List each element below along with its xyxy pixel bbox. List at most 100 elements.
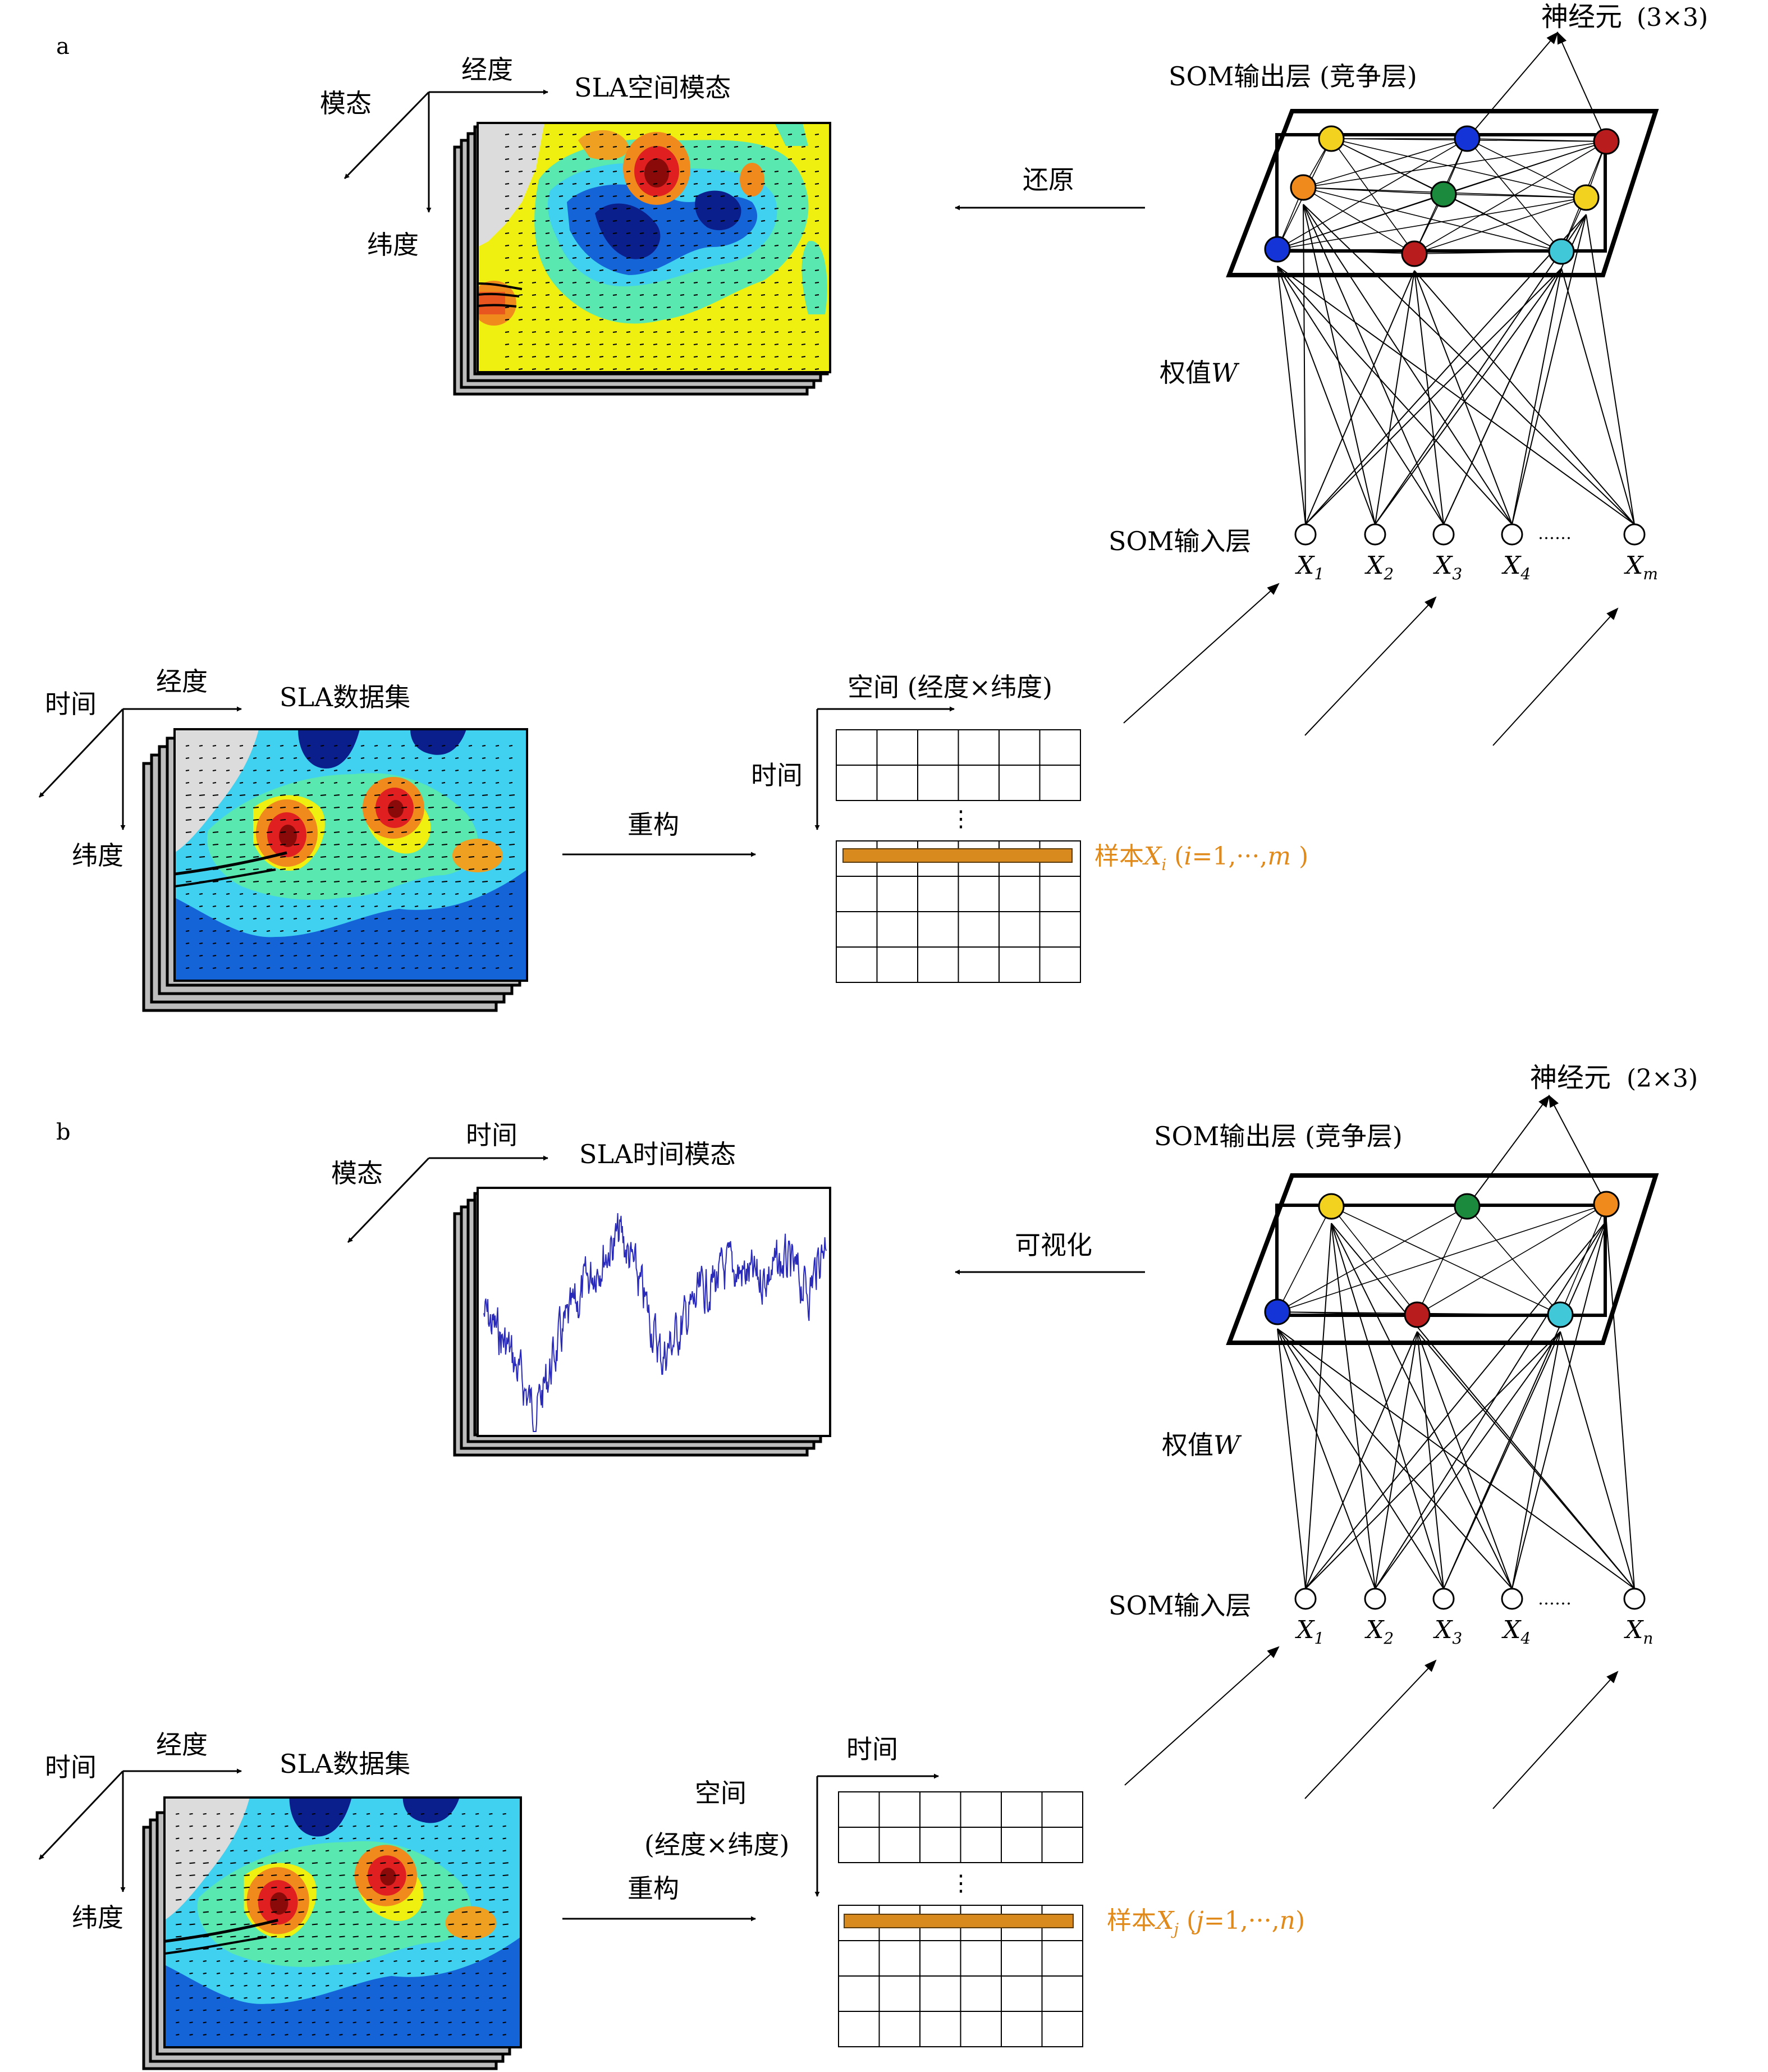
neurons-dims-a: (3×3): [1637, 3, 1708, 32]
sample-bar-a: [842, 848, 1073, 863]
som-a-neuron: [1318, 125, 1345, 152]
som-b-neuron: [1547, 1301, 1574, 1328]
time-series-line: [483, 1213, 827, 1432]
input-arrow-b-1: [1124, 1646, 1280, 1786]
som-b-input-label: X4: [1501, 1616, 1531, 1648]
som-b-input-node: [1623, 1588, 1646, 1610]
input-arrow-a-3: [1492, 607, 1619, 746]
output-layer-title-b: SOM输出层 (竞争层): [1154, 1121, 1403, 1151]
som-b-input-node: [1432, 1588, 1455, 1610]
visualize-label: 可视化: [1015, 1230, 1092, 1260]
som-b-input-node: [1294, 1588, 1317, 1610]
panel-b-label: b: [56, 1119, 71, 1145]
dataset-lat-label-b: 纬度: [72, 1902, 123, 1933]
input-dots-b: ……: [1538, 1589, 1572, 1609]
som-a-input-label: Xm: [1624, 551, 1658, 583]
restore-label: 还原: [1023, 164, 1074, 195]
dataset-time-label-b: 时间: [45, 1752, 97, 1782]
dataset-lon-label-b: 经度: [156, 1730, 208, 1760]
som-b-input-node: [1364, 1588, 1386, 1610]
input-arrow-b-2: [1304, 1659, 1437, 1799]
som-b-neuron: [1264, 1298, 1291, 1325]
temporal-time-label: 时间: [466, 1120, 517, 1150]
temporal-mode-axes: [347, 1155, 548, 1243]
som-network-b: X1 X2 X3 X4 Xn: [1226, 1095, 1659, 1648]
som-b-input-label: Xn: [1624, 1616, 1653, 1648]
matrix-row-label-b-2: (经度×纬度): [644, 1829, 789, 1860]
som-a-input-label: X1: [1295, 551, 1324, 583]
som-a-neuron: [1430, 181, 1457, 208]
dataset-figure-b: [142, 1796, 522, 2070]
som-b-neuron: [1318, 1193, 1345, 1220]
som-a-neuron: [1290, 174, 1317, 201]
som-b-neuron: [1454, 1193, 1481, 1220]
som-a-input-label: X3: [1433, 551, 1462, 583]
matrix-vdots-a: ⋮: [950, 806, 972, 832]
input-arrow-b-3: [1492, 1671, 1619, 1809]
temporal-mode-axis-label: 模态: [331, 1158, 383, 1188]
matrix-vdots-b: ⋮: [950, 1870, 972, 1896]
spatial-mode-axes: [343, 89, 548, 213]
matrix-row-label-a: 时间: [751, 760, 803, 790]
input-layer-label-a: SOM输入层: [1109, 526, 1251, 556]
som-a-input-node: [1364, 523, 1386, 546]
dataset-axes-b: [38, 1768, 242, 1892]
matrix-row-label-b-1: 空间: [695, 1778, 746, 1808]
spatial-mode-title: SLA空间模态: [574, 72, 731, 103]
som-a-input-node: [1623, 523, 1646, 546]
dataset-lon-label-a: 经度: [156, 666, 208, 697]
som-a-neuron: [1264, 236, 1291, 263]
som-b-neuron: [1593, 1191, 1620, 1218]
som-a-input-label: X2: [1364, 551, 1394, 583]
output-layer-title-a: SOM输出层 (竞争层): [1169, 61, 1417, 92]
neurons-label-b: 神经元: [1530, 1062, 1611, 1094]
weight-label-b: 权值W: [1162, 1430, 1242, 1460]
reconstruct-label-b: 重构: [627, 1873, 679, 1904]
dataset-axes-a: [38, 706, 242, 830]
matrix-col-label-a: 空间 (经度×纬度): [848, 672, 1052, 702]
som-a-neuron: [1548, 238, 1575, 265]
sample-label-a: 样本Xi (i=1,···,m ): [1094, 842, 1308, 874]
som-b-input-label: X3: [1433, 1616, 1462, 1648]
reconstruct-label-a: 重构: [627, 809, 679, 840]
som-a-input-node: [1294, 523, 1317, 546]
som-a-neuron: [1593, 128, 1620, 155]
dataset-title-a: SLA数据集: [280, 682, 410, 712]
sample-label-b: 样本Xj (j=1,···,n): [1107, 1906, 1305, 1938]
input-arrow-a-1: [1123, 583, 1280, 724]
input-arrow-a-2: [1304, 596, 1437, 736]
temporal-mode-title: SLA时间模态: [579, 1139, 736, 1169]
som-b-input-node: [1501, 1588, 1523, 1610]
som-a-input-node: [1501, 523, 1523, 546]
som-b-input-label: X2: [1364, 1616, 1394, 1648]
neurons-label-a: 神经元: [1541, 1, 1622, 33]
som-a-neuron: [1573, 184, 1600, 211]
panel-a-label: a: [56, 34, 70, 60]
weight-label-a: 权值W: [1160, 358, 1240, 388]
som-a-input-node: [1432, 523, 1455, 546]
spatial-mode-axis-label: 模态: [320, 88, 372, 118]
spatial-lat-label: 纬度: [367, 230, 419, 260]
matrix-b: [814, 1773, 1083, 2047]
matrix-a: [814, 706, 1081, 983]
som-b-input-label: X1: [1295, 1616, 1324, 1648]
som-a-neuron: [1454, 125, 1481, 152]
dataset-figure-a: [142, 728, 528, 1012]
sample-bar-b: [844, 1914, 1074, 1928]
som-a-neuron: [1401, 240, 1428, 267]
som-a-input-label: X4: [1501, 551, 1531, 583]
dataset-time-label-a: 时间: [45, 689, 97, 719]
neurons-dims-b: (2×3): [1627, 1064, 1698, 1093]
som-network-a: X1 X2 X3 X4 Xm: [1226, 31, 1659, 583]
input-dots-a: ……: [1538, 524, 1572, 543]
spatial-mode-figure: [453, 122, 831, 396]
dataset-title-b: SLA数据集: [280, 1749, 410, 1779]
temporal-mode-figure: [453, 1187, 831, 1457]
dataset-lat-label-a: 纬度: [72, 840, 123, 871]
spatial-mode-map: [478, 123, 830, 372]
spatial-lon-label: 经度: [461, 54, 513, 85]
input-layer-label-b: SOM输入层: [1109, 1590, 1251, 1621]
matrix-col-label-b: 时间: [846, 1734, 898, 1764]
som-b-neuron: [1404, 1301, 1431, 1328]
